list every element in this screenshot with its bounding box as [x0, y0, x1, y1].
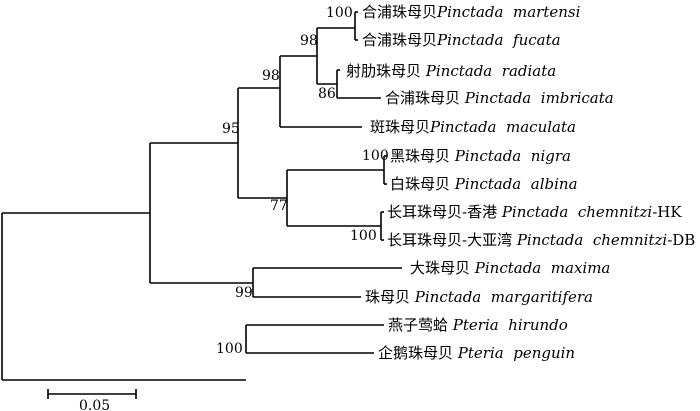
leaf-label-radiata: 射肋珠母贝 Pinctada radiata [346, 62, 556, 80]
bootstrap-pteria: 100 [216, 341, 243, 357]
leaf-label-albina: 白珠母贝 Pinctada albina [390, 175, 578, 193]
leaf-label-imbricata: 合浦珠母贝 Pinctada imbricata [385, 89, 614, 107]
scale-bar: 0.05 [47, 389, 137, 411]
bootstrap-fucata-group: 98 [300, 33, 318, 49]
tree-branches [1, 11, 402, 381]
bootstrap-maxima-margaritifera: 99 [235, 285, 253, 301]
leaf-label-margaritifera: 珠母贝 Pinctada margaritifera [365, 288, 593, 306]
leaf-label-fucata: 合浦珠母贝Pinctada fucata [362, 31, 561, 49]
bootstrap-martensi-fucata: 100 [326, 5, 353, 21]
leaf-label-nigra: 黑珠母贝 Pinctada nigra [390, 147, 571, 165]
bootstrap-nigra-albina: 100 [362, 148, 389, 164]
bootstrap-pinctada-core: 95 [222, 121, 240, 137]
bootstrap-values: 100 98 86 98 95 100 77 100 99 100 [216, 5, 389, 357]
leaf-labels: 合浦珠母贝Pinctada martensi 合浦珠母贝Pinctada fuc… [346, 3, 695, 362]
scale-bar-label: 0.05 [79, 398, 110, 411]
bootstrap-chemnitzi-pair: 100 [350, 228, 377, 244]
bootstrap-chemnitzi-nigra: 77 [270, 198, 288, 214]
bootstrap-radiata-imbricata: 86 [318, 86, 336, 102]
leaf-label-penguin: 企鹅珠母贝 Pteria penguin [378, 344, 575, 362]
bootstrap-maculata-group: 98 [262, 68, 280, 84]
leaf-label-chemnitzi-hk: 长耳珠母贝-香港 Pinctada chemnitzi-HK [387, 203, 682, 221]
leaf-label-hirundo: 燕子莺蛤 Pteria hirundo [388, 316, 568, 334]
leaf-label-martensi: 合浦珠母贝Pinctada martensi [362, 3, 581, 21]
scale-bar-line [47, 389, 137, 399]
leaf-label-maxima: 大珠母贝 Pinctada maxima [410, 259, 610, 277]
leaf-label-chemnitzi-db: 长耳珠母贝-大亚湾 Pinctada chemnitzi-DB [387, 231, 695, 249]
leaf-label-maculata: 斑珠母贝Pinctada maculata [370, 118, 576, 136]
